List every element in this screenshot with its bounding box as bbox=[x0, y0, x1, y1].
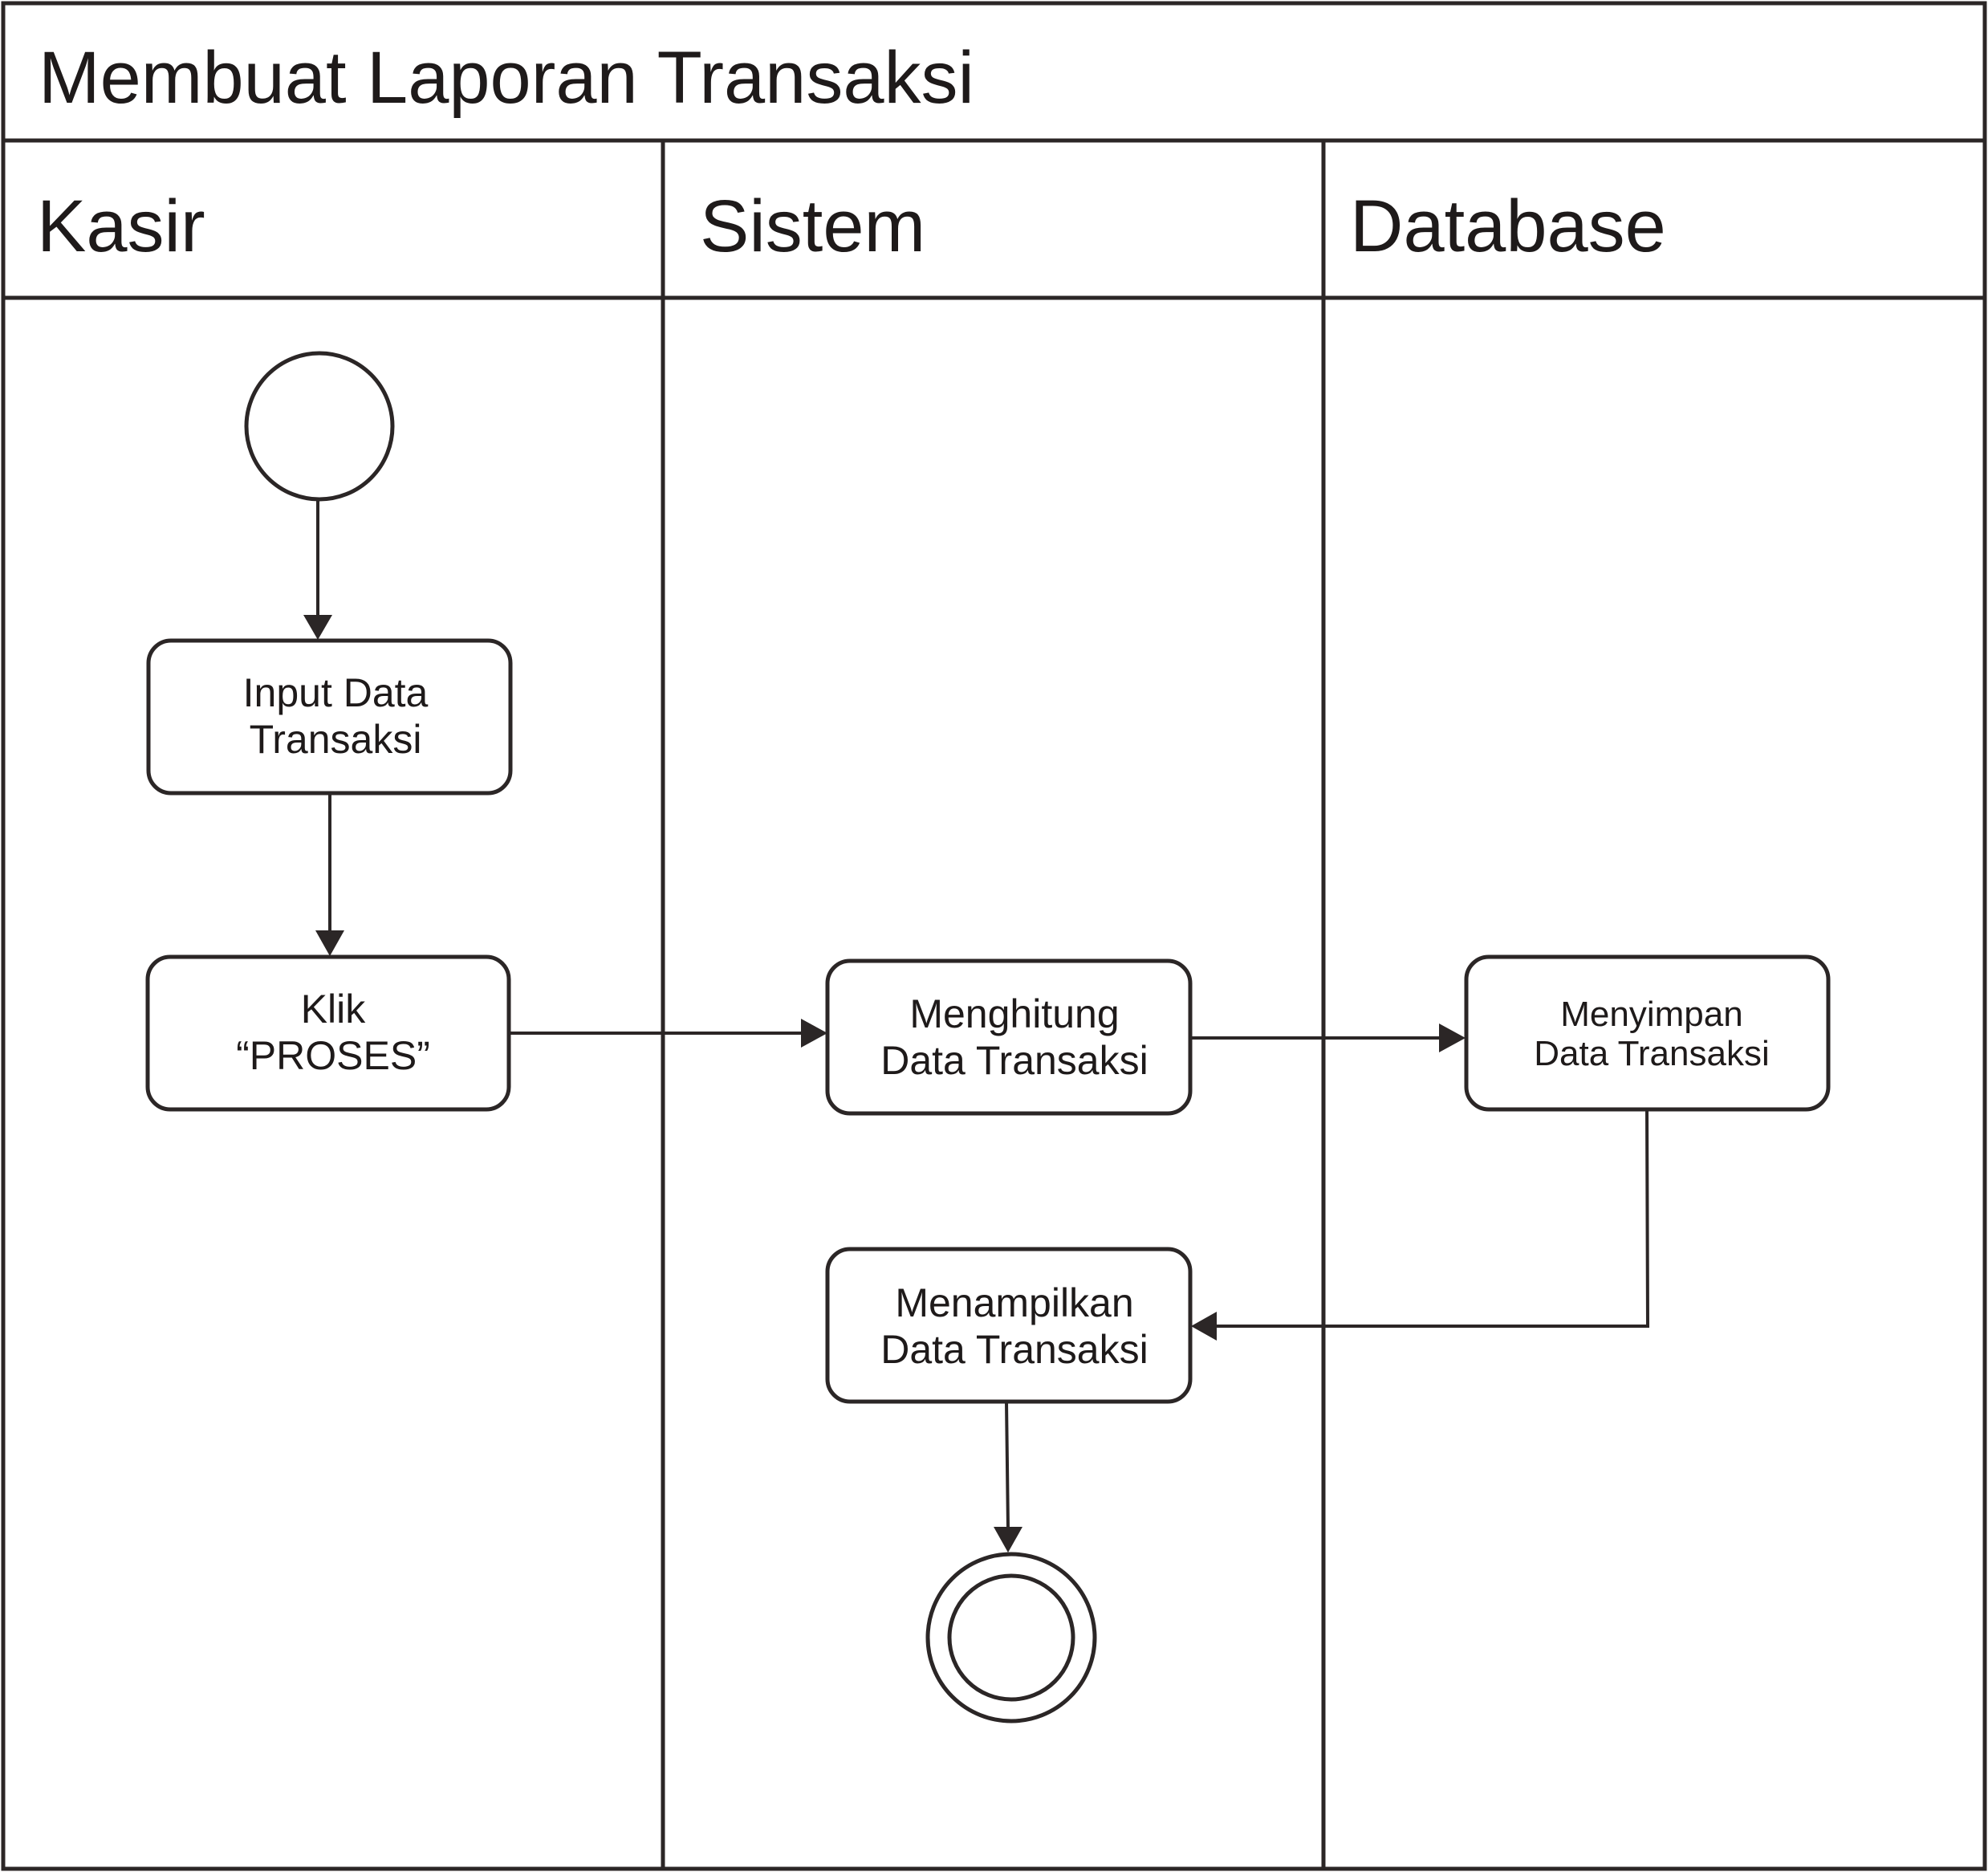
edge-input-to-klik bbox=[315, 793, 344, 956]
action-input-data-transaksi: Input Data Transaksi bbox=[146, 638, 513, 796]
lane-header-sistem: Sistem bbox=[700, 185, 925, 267]
action-menampilkan-line2: Data Transaksi bbox=[880, 1327, 1148, 1372]
end-node bbox=[925, 1552, 1097, 1723]
lane-header-kasir: Kasir bbox=[37, 185, 205, 267]
edge-menampilkan-to-end bbox=[994, 1401, 1022, 1553]
action-input-data-transaksi-line2: Transaksi bbox=[250, 717, 422, 762]
action-klik-proses: Klik “PROSES” bbox=[145, 954, 511, 1112]
action-menampilkan-line1: Menampilkan bbox=[895, 1280, 1133, 1325]
action-menyimpan-line1: Menyimpan bbox=[1560, 995, 1742, 1034]
action-input-data-transaksi-line1: Input Data bbox=[243, 670, 429, 715]
action-menyimpan-line2: Data Transaksi bbox=[1534, 1034, 1769, 1073]
edge-menyimpan-to-menampilkan bbox=[1191, 1109, 1650, 1341]
edge-start-to-input bbox=[303, 499, 332, 640]
action-menghitung-line1: Menghitung bbox=[909, 991, 1119, 1036]
action-menyimpan-data-transaksi: Menyimpan Data Transaksi bbox=[1464, 954, 1831, 1112]
action-menghitung-data-transaksi: Menghitung Data Transaksi bbox=[825, 958, 1193, 1116]
start-node bbox=[244, 351, 395, 502]
action-menghitung-line2: Data Transaksi bbox=[880, 1038, 1148, 1083]
action-klik-proses-line2: “PROSES” bbox=[236, 1033, 430, 1078]
lane-header-database: Database bbox=[1350, 185, 1666, 267]
diagram-title: Membuat Laporan Transaksi bbox=[39, 37, 974, 119]
action-klik-proses-line1: Klik bbox=[301, 987, 367, 1032]
action-menampilkan-data-transaksi: Menampilkan Data Transaksi bbox=[825, 1247, 1193, 1404]
edge-klik-to-menghitung bbox=[509, 1019, 827, 1048]
edge-menghitung-to-menyimpan bbox=[1190, 1023, 1466, 1052]
